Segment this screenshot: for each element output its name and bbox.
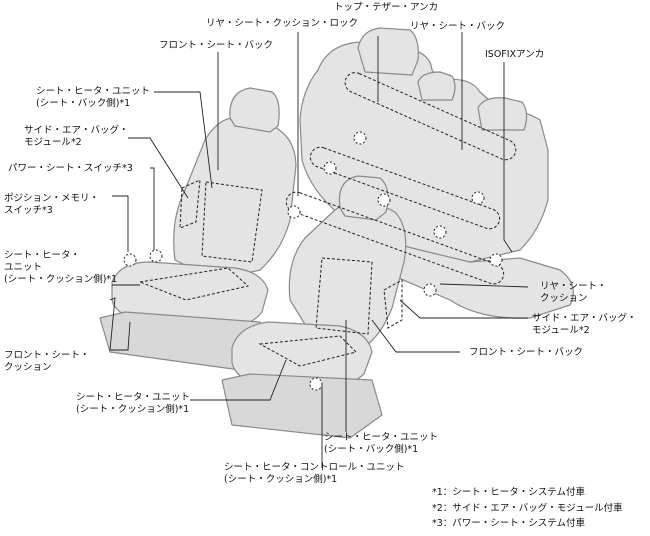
left-front-seat-back — [174, 118, 296, 280]
label-front-seat-back-top: フロント・シート・バック — [159, 40, 273, 52]
label-rear-seat-back: リヤ・シート・バック — [410, 21, 505, 33]
label-power-seat-switch: パワー・シート・スイッチ*3 — [8, 163, 133, 175]
label-side-airbag-right: サイド・エア・バッグ・モジュール*2 — [532, 313, 637, 337]
footnote-1: *1：シート・ヒータ・システム付車 — [432, 487, 585, 499]
rear-headrest-right — [478, 98, 527, 130]
label-side-airbag-left: サイド・エア・バッグ・モジュール*2 — [24, 125, 129, 149]
seat-illustration — [100, 28, 573, 438]
label-front-seat-back-right: フロント・シート・バック — [469, 347, 583, 359]
label-top-tether-anchor: トップ・テザー・アンカ — [334, 2, 438, 14]
rear-headrest-center — [418, 72, 455, 100]
rear-headrest-left — [358, 28, 418, 75]
label-heater-unit-cushion-left: シート・ヒータ・ユニット(シート・クッション側)*1 — [4, 250, 117, 286]
label-front-cushion: フロント・シート・クッション — [4, 350, 90, 374]
left-front-headrest — [230, 88, 279, 132]
label-heater-unit-back-bottom: シート・ヒータ・ユニット(シート・バック側)*1 — [324, 432, 438, 456]
right-front-seat-base — [222, 374, 382, 438]
label-isofix-anchor: ISOFIXアンカ — [485, 49, 544, 61]
label-memory-switch: ポジション・メモリ・スイッチ*3 — [4, 193, 99, 217]
label-rear-cushion: リヤ・シート・クッション — [540, 281, 607, 305]
label-heater-unit-back: シート・ヒータ・ユニット(シート・バック側)*1 — [36, 86, 150, 110]
label-rear-cushion-lock: リヤ・シート・クッション・ロック — [206, 18, 358, 30]
footnote-3: *3：パワー・シート・システム付車 — [432, 518, 585, 530]
footnote-2: *2：サイド・エア・バッグ・モジュール付車 — [432, 503, 623, 515]
label-heater-control-unit: シート・ヒータ・コントロール・ユニット(シート・クッション側)*1 — [224, 462, 405, 486]
label-heater-unit-cushion-bottom: シート・ヒータ・ユニット(シート・クッション側)*1 — [76, 392, 190, 416]
